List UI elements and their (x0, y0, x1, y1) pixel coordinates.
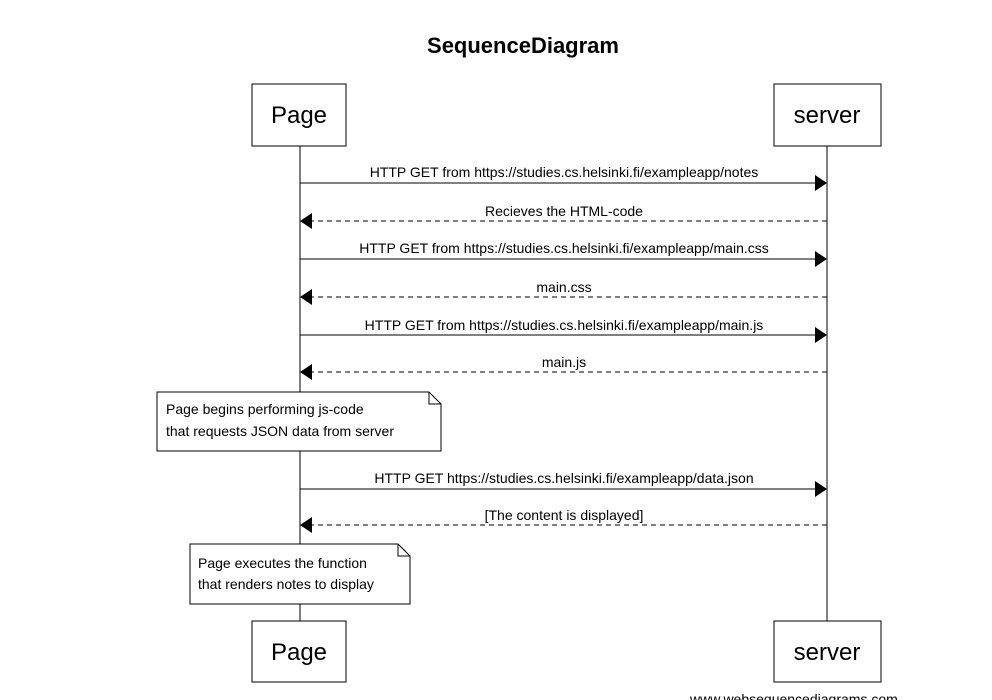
message-label: Recieves the HTML-code (485, 203, 643, 219)
message-label: main.js (542, 354, 586, 370)
participant-server-top: server (773, 83, 882, 147)
message-label: HTTP GET from https://studies.cs.helsink… (359, 240, 769, 256)
message-3: HTTP GET from https://studies.cs.helsink… (300, 240, 827, 267)
participant-server-label: server (794, 102, 861, 129)
note-1: Page begins performing js-code that requ… (156, 391, 442, 452)
participant-page-label: Page (271, 102, 327, 129)
message-6: main.js (300, 354, 827, 380)
participant-page-label: Page (271, 639, 327, 666)
participant-page-bottom: Page (251, 620, 347, 683)
message-label: HTTP GET from https://studies.cs.helsink… (365, 317, 764, 333)
diagram-title: SequenceDiagram (427, 33, 619, 58)
message-8: [The content is displayed] (300, 507, 827, 533)
message-label: [The content is displayed] (485, 507, 644, 523)
note-line: Page begins performing js-code (166, 401, 364, 417)
message-7: HTTP GET https://studies.cs.helsinki.fi/… (300, 470, 827, 497)
participant-page-top: Page (251, 83, 347, 147)
note-line: that renders notes to display (198, 576, 374, 592)
note-line: Page executes the function (198, 555, 367, 571)
participant-server-bottom: server (773, 620, 882, 683)
message-2: Recieves the HTML-code (300, 203, 827, 229)
participant-server-label: server (794, 639, 861, 666)
note-2: Page executes the function that renders … (189, 543, 411, 605)
message-5: HTTP GET from https://studies.cs.helsink… (300, 317, 827, 343)
message-label: HTTP GET from https://studies.cs.helsink… (370, 164, 759, 180)
message-4: main.css (300, 279, 827, 305)
message-1: HTTP GET from https://studies.cs.helsink… (300, 164, 827, 191)
message-label: HTTP GET https://studies.cs.helsinki.fi/… (374, 470, 753, 486)
note-line: that requests JSON data from server (166, 423, 394, 439)
watermark-text: www.websequencediagrams.com (689, 691, 898, 700)
message-label: main.css (536, 279, 591, 295)
